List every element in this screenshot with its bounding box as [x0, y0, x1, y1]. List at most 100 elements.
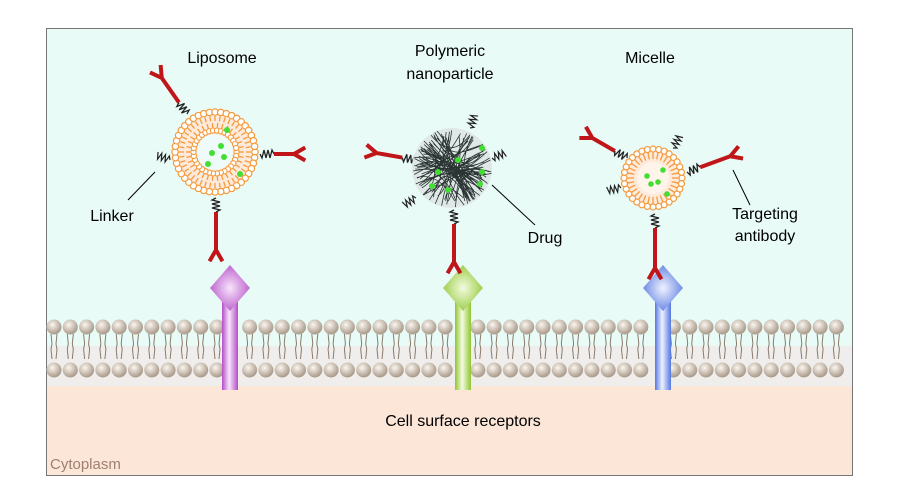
lipid-head [258, 363, 273, 378]
drug-molecule [445, 187, 451, 193]
lipid-tail [246, 147, 251, 148]
lipid-head [536, 363, 551, 378]
lipid-head [699, 320, 714, 335]
drug-molecule [221, 154, 227, 160]
lipid-head [193, 320, 208, 335]
inner-lipid-head [234, 145, 239, 150]
drug-molecule [209, 150, 215, 156]
lipid-head [813, 363, 828, 378]
lipid-head [258, 320, 273, 335]
lipid-head [324, 363, 339, 378]
lipid-head [470, 320, 485, 335]
drug-molecule [655, 179, 661, 185]
cytoplasm-region [46, 386, 853, 476]
lipid-head [584, 363, 599, 378]
lipid-head [552, 363, 567, 378]
lipid-head [47, 363, 62, 378]
lipid-head [503, 363, 518, 378]
lipid-head [161, 320, 176, 335]
drug-molecule [205, 161, 211, 167]
label-targeting-2: antibody [735, 228, 796, 245]
lipid-head [650, 204, 656, 210]
lipid-head [242, 320, 257, 335]
lipid-tail [246, 156, 251, 157]
lipid-head [731, 363, 746, 378]
lipid-head [487, 363, 502, 378]
lipid-head [568, 363, 583, 378]
label-polymeric-1: Polymeric [415, 43, 485, 60]
lipid-head [405, 320, 420, 335]
lipid-head [177, 320, 192, 335]
lipid-head [242, 363, 257, 378]
lipid-head [128, 363, 143, 378]
lipid-tail [219, 183, 220, 188]
lipid-tail [186, 156, 191, 157]
lipid-head [682, 320, 697, 335]
lipid-head [536, 320, 551, 335]
aqueous-core [197, 134, 233, 170]
drug-molecule [648, 181, 654, 187]
lipid-head [421, 320, 436, 335]
lipid-tail [239, 147, 244, 148]
lipid-head [813, 320, 828, 335]
lipid-head [405, 363, 420, 378]
lipid-head [275, 363, 290, 378]
lipid-head [519, 320, 534, 335]
lipid-head [340, 320, 355, 335]
lipid-head [780, 320, 795, 335]
lipid-head [644, 147, 650, 153]
drug-molecule [479, 169, 485, 175]
label-micelle: Micelle [625, 50, 675, 67]
lipid-head [95, 363, 110, 378]
lipid-head [796, 320, 811, 335]
drug-molecule [644, 173, 650, 179]
lipid-tail [186, 147, 191, 148]
lipid-head [715, 320, 730, 335]
lipid-head [715, 363, 730, 378]
lipid-head [389, 320, 404, 335]
lipid-head [678, 169, 684, 175]
lipid-head [373, 320, 388, 335]
lipid-head [193, 363, 208, 378]
lipid-head [79, 320, 94, 335]
lipid-head [633, 320, 648, 335]
lipid-head [128, 320, 143, 335]
drug-molecule [455, 157, 461, 163]
lipid-head [503, 320, 518, 335]
lipid-head [470, 363, 485, 378]
lipid-head [373, 363, 388, 378]
lipid-head [633, 363, 648, 378]
drug-molecule [429, 183, 435, 189]
lipid-head [95, 320, 110, 335]
micelle-core [637, 162, 669, 194]
label-cytoplasm: Cytoplasm [50, 456, 121, 473]
lipid-head [747, 320, 762, 335]
lipid-tail [179, 147, 184, 148]
label-drug: Drug [528, 230, 563, 247]
lipid-head [291, 320, 306, 335]
lipid-head [307, 320, 322, 335]
lipid-head [79, 363, 94, 378]
lipid-head [519, 363, 534, 378]
lipid-head [584, 320, 599, 335]
lipid-head [621, 175, 627, 181]
lipid-head [679, 175, 685, 181]
lipid-head [601, 320, 616, 335]
lipid-head [829, 363, 844, 378]
lipid-head [324, 320, 339, 335]
drug-molecule [218, 143, 224, 149]
lipid-tail [210, 183, 211, 188]
label-receptors: Cell surface receptors [385, 413, 541, 430]
lipid-tail [179, 156, 184, 157]
lipid-head [829, 320, 844, 335]
lipid-head [144, 320, 159, 335]
lipid-head [63, 320, 78, 335]
lipid-head [568, 320, 583, 335]
lipid-head [356, 363, 371, 378]
drug-molecule [435, 169, 441, 175]
lipid-head [699, 363, 714, 378]
lipid-head [764, 363, 779, 378]
lipid-head [177, 363, 192, 378]
lipid-head [389, 363, 404, 378]
